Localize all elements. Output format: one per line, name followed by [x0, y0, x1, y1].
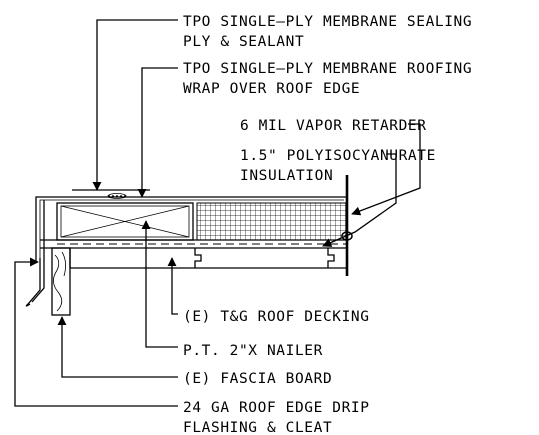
- drip-cleat: [25, 258, 41, 307]
- wall-sealant: [341, 231, 353, 241]
- drip-edge: [31, 200, 45, 303]
- insulation-board: [196, 202, 348, 241]
- label-insulation-line1: 1.5" POLYISOCYANURATE: [240, 148, 436, 164]
- nailer-inner: [60, 205, 190, 238]
- leader-tpo-sealing: [92, 19, 178, 191]
- label-fascia-board: (E) FASCIA BOARD: [183, 371, 332, 387]
- fascia-board: [51, 247, 71, 316]
- label-nailer: P.T. 2"X NAILER: [183, 343, 323, 359]
- fascia-grain-2: [61, 251, 66, 277]
- label-tpo-roofing-line1: TPO SINGLE–PLY MEMBRANE ROOFING: [183, 61, 472, 77]
- leader-drip-flashing: [14, 257, 178, 407]
- leader-fascia-board: [57, 316, 178, 378]
- label-roof-decking: (E) T&G ROOF DECKING: [183, 309, 370, 325]
- tg-joint-2: [327, 248, 335, 268]
- tg-joint-1: [194, 248, 202, 268]
- label-drip-flashing-line2: FLASHING & CLEAT: [183, 420, 332, 435]
- label-tpo-sealing-line1: TPO SINGLE–PLY MEMBRANE SEALING: [183, 14, 472, 30]
- leader-roof-decking: [167, 257, 178, 315]
- leader-tpo-roofing: [137, 67, 178, 198]
- leader-nailer: [141, 220, 178, 348]
- label-insulation-line2: INSULATION: [240, 168, 333, 184]
- leader-vapor-retarder: [351, 123, 421, 216]
- label-vapor-retarder: 6 MIL VAPOR RETARDER: [240, 118, 427, 134]
- label-tpo-sealing-line2: PLY & SEALANT: [183, 34, 304, 50]
- membrane-outer-line: [35, 196, 347, 262]
- fascia-grain: [53, 254, 63, 312]
- label-tpo-roofing-line2: WRAP OVER ROOF EDGE: [183, 81, 360, 97]
- membrane-inner-line: [39, 199, 344, 258]
- nailer-diagonal-2: [60, 205, 190, 238]
- label-drip-flashing-line1: 24 GA ROOF EDGE DRIP: [183, 400, 370, 416]
